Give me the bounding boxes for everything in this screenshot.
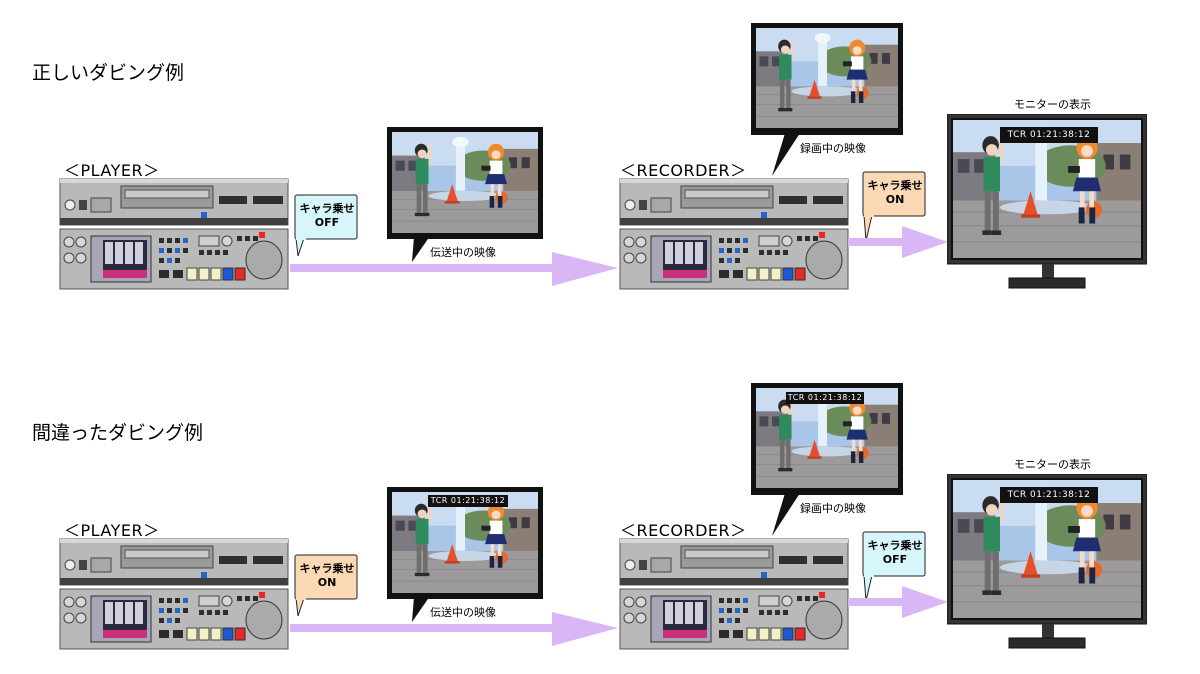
recording-caption: 録画中の映像	[800, 502, 866, 515]
recording-caption: 録画中の映像	[800, 142, 866, 155]
section-title: 正しいダビング例	[32, 62, 185, 84]
monitor-tcr: TCR 01:21:38:12	[1000, 487, 1098, 503]
transfer-image-frame	[387, 127, 543, 262]
scene-image-icon	[392, 132, 538, 233]
signal-arrow-1	[290, 252, 618, 286]
recording-tcr: TCR 01:21:38:12	[786, 392, 864, 404]
vcr-deck-icon	[59, 178, 289, 290]
monitor-caption: モニターの表示	[1014, 458, 1091, 471]
recorder-deck	[619, 178, 849, 290]
recorder-bubble	[862, 531, 926, 602]
recorder-deck	[619, 538, 849, 650]
player-bubble	[294, 554, 358, 617]
player-deck	[59, 538, 289, 650]
recorder-bubble	[862, 171, 926, 242]
signal-arrow-2	[848, 586, 948, 618]
transfer-tcr: TCR 01:21:38:12	[428, 495, 508, 507]
monitor-tcr: TCR 01:21:38:12	[1000, 127, 1098, 143]
scene-image-icon	[756, 28, 898, 128]
transfer-caption: 伝送中の映像	[430, 246, 496, 259]
section-title: 間違ったダビング例	[32, 422, 204, 444]
monitor-caption: モニターの表示	[1014, 98, 1091, 111]
vcr-deck-icon	[59, 538, 289, 650]
recorder-label: ＜RECORDER＞	[620, 161, 747, 180]
signal-arrow-2	[848, 226, 948, 258]
transfer-caption: 伝送中の映像	[430, 606, 496, 619]
player-label: ＜PLAYER＞	[64, 161, 160, 180]
scene-image-icon	[392, 492, 538, 593]
vcr-deck-icon	[619, 538, 849, 650]
player-deck	[59, 178, 289, 290]
recording-image-frame	[751, 23, 903, 176]
recorder-label: ＜RECORDER＞	[620, 521, 747, 540]
player-bubble	[294, 194, 358, 257]
player-label: ＜PLAYER＞	[64, 521, 160, 540]
signal-arrow-1	[290, 612, 618, 646]
vcr-deck-icon	[619, 178, 849, 290]
